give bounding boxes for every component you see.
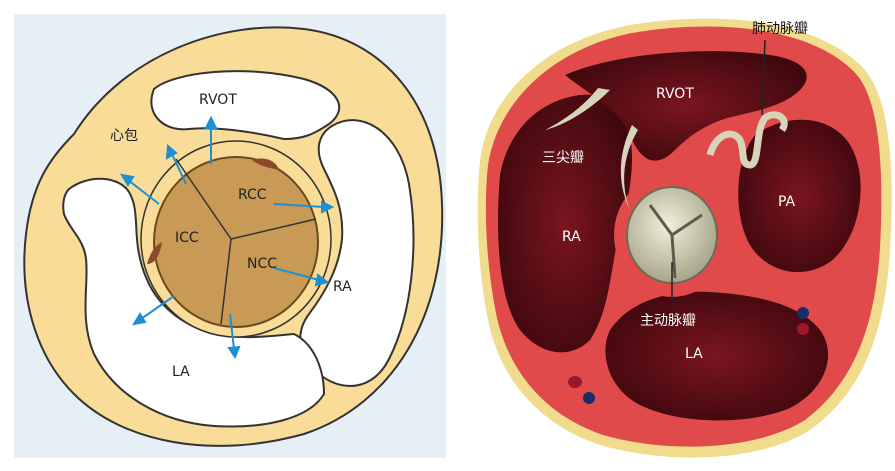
commissure-line (230, 218, 317, 240)
tricuspid-leaflet (545, 88, 610, 130)
la-cavity (605, 291, 829, 421)
label-ncc: NCC (247, 256, 277, 272)
arrows-group (120, 115, 335, 360)
label-rvot: RVOT (656, 86, 694, 102)
label-pulmonary-valve: 肺动脉瓣 (752, 21, 808, 37)
arrow-head (120, 173, 135, 187)
tricuspid-leaflet-2 (620, 125, 638, 210)
arrow (171, 153, 187, 185)
pulmonary-valve-leaflets (706, 111, 788, 169)
rvot-cavity (565, 51, 807, 161)
label-icc: ICC (175, 230, 199, 246)
arrow-head (132, 312, 147, 326)
schematic-diagram-panel: RVOT 心包 RCC ICC NCC RA LA (14, 14, 446, 458)
anatomical-illustration: 肺动脉瓣 RVOT 三尖瓣 RA PA 主动脉瓣 LA (477, 18, 892, 458)
anatomical-illustration-panel: 肺动脉瓣 RVOT 三尖瓣 RA PA 主动脉瓣 LA (470, 0, 895, 471)
aortic-cusp-lines (648, 204, 703, 279)
coronary-ostium-mark (147, 242, 162, 264)
label-aortic-valve: 主动脉瓣 (640, 313, 696, 329)
label-pericardium: 心包 (110, 128, 138, 144)
arrow-head (321, 200, 335, 214)
la-chamber (62, 177, 326, 428)
coronary-vessel (797, 307, 809, 319)
pa-cavity (738, 119, 861, 273)
coronary-vessel (583, 392, 595, 404)
ra-cavity (498, 94, 632, 353)
arrow-head (204, 115, 218, 129)
label-ra: RA (562, 229, 581, 245)
label-rvot: RVOT (199, 92, 237, 108)
arrow (273, 267, 320, 281)
arrow (140, 295, 175, 320)
label-tricuspid-valve: 三尖瓣 (542, 150, 584, 166)
commissure-line (220, 238, 232, 325)
arrow (229, 313, 235, 350)
aortic-valve-disc (153, 156, 319, 328)
arrow-head (314, 273, 330, 287)
label-la: LA (685, 346, 703, 362)
rvot-chamber (150, 70, 341, 141)
label-ra: RA (333, 279, 352, 295)
schematic-diagram: RVOT 心包 RCC ICC NCC RA LA (23, 26, 444, 447)
arrow (273, 203, 325, 208)
label-pa: PA (778, 194, 796, 210)
label-la: LA (172, 364, 190, 380)
arrow (127, 179, 160, 205)
coronary-vessel (568, 376, 582, 388)
coronary-vessel (797, 323, 809, 335)
pointer-line (761, 39, 766, 116)
coronary-ostium-mark (252, 158, 279, 170)
commissure-line (175, 158, 232, 240)
label-rcc: RCC (238, 187, 267, 203)
arrow-head (227, 345, 241, 360)
arrow-head (165, 143, 178, 160)
